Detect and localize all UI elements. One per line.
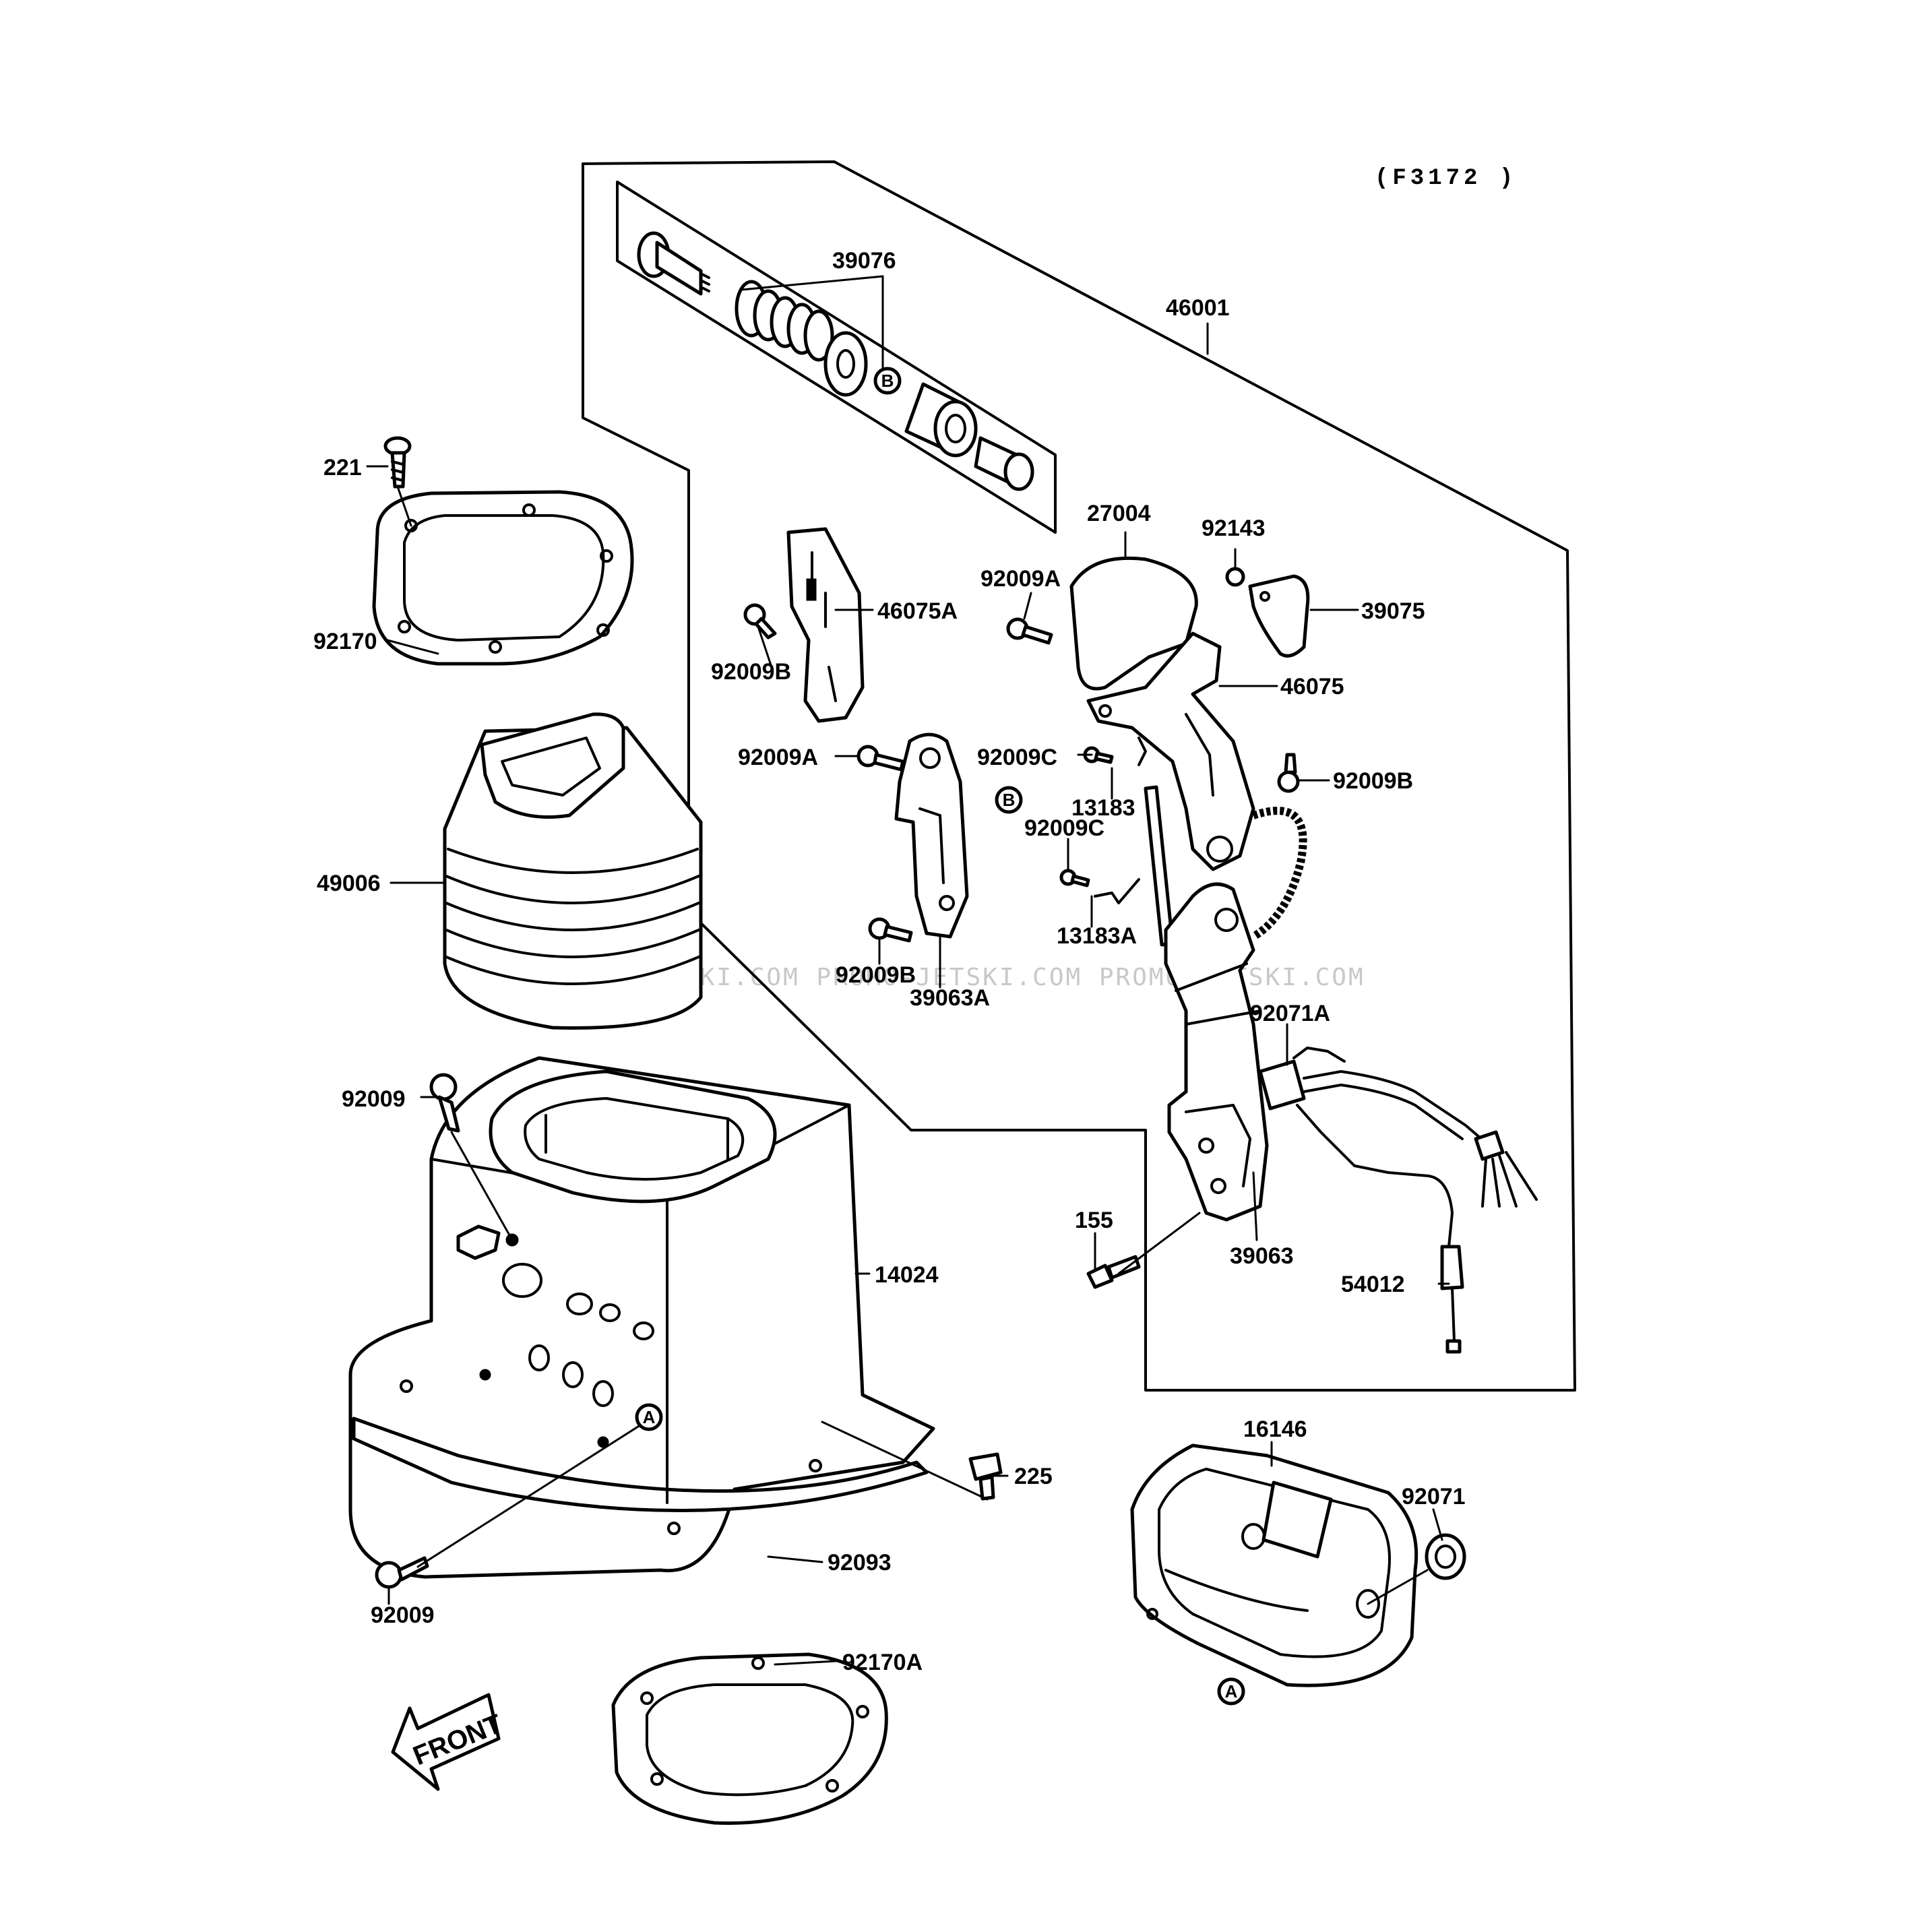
label-92170: 92170 — [313, 629, 377, 654]
ref-circle-b-top: B — [873, 367, 902, 395]
label-49006: 49006 — [317, 871, 381, 896]
boot-49006 — [443, 712, 703, 1030]
label-46001: 46001 — [1166, 295, 1230, 321]
part-labels: 39076 46001 221 92170 27004 92143 39075 … — [313, 248, 1466, 1675]
bolt-155 — [1086, 1255, 1141, 1289]
label-92009a-top: 92009A — [980, 566, 1061, 592]
label-14024: 14024 — [875, 1262, 939, 1288]
label-155: 155 — [1075, 1208, 1113, 1233]
svg-text:B: B — [1003, 790, 1016, 810]
washer — [823, 331, 868, 397]
tray-16146 — [1130, 1443, 1419, 1687]
label-92143: 92143 — [1202, 516, 1266, 541]
label-39075: 39075 — [1361, 598, 1425, 624]
label-13183: 13183 — [1071, 795, 1135, 821]
subassembly-frame-39076 — [616, 181, 1057, 534]
switch-54012 — [1440, 1245, 1464, 1354]
clip-13183a — [1094, 878, 1140, 904]
grommet-92071 — [1425, 1533, 1466, 1580]
svg-text:A: A — [643, 1407, 656, 1427]
coil-wire — [1251, 807, 1307, 941]
label-46075a: 46075A — [877, 598, 958, 624]
label-16146: 16146 — [1243, 1416, 1307, 1442]
bushing — [904, 382, 978, 458]
diagram-code: (F3172 ) — [1375, 166, 1517, 191]
assembly-frame-46001 — [582, 160, 1576, 1392]
label-39063: 39063 — [1230, 1243, 1294, 1269]
label-92071a: 92071A — [1250, 1001, 1330, 1026]
pin — [974, 436, 1034, 491]
housing-14024 — [348, 1056, 935, 1579]
label-225: 225 — [1014, 1464, 1053, 1489]
screw-92009a-mid — [856, 745, 905, 772]
label-46075: 46075 — [1280, 674, 1344, 699]
cover-39075 — [1248, 574, 1310, 658]
plate-46075a — [786, 527, 865, 723]
lever-39063a — [894, 733, 969, 939]
label-92071: 92071 — [1402, 1484, 1466, 1509]
screw-92009b-low — [868, 917, 913, 943]
label-92093: 92093 — [828, 1550, 892, 1576]
label-13183a: 13183A — [1057, 923, 1137, 949]
label-92009b-low: 92009B — [836, 962, 916, 988]
shaft-bolt — [637, 231, 710, 296]
label-27004: 27004 — [1087, 501, 1151, 526]
gasket-92170a — [611, 1652, 888, 1825]
screw-92009c-mid — [1059, 869, 1090, 887]
label-39063a: 39063A — [910, 985, 990, 1011]
bolt-225 — [968, 1452, 1003, 1501]
screw-221 — [383, 436, 412, 489]
gasket-92170 — [372, 490, 634, 666]
label-92009c-mid: 92009C — [1024, 815, 1104, 841]
label-92009b-left: 92009B — [711, 659, 791, 685]
label-92009b-right: 92009B — [1333, 768, 1413, 794]
leader-lines — [366, 275, 1450, 1666]
screw-92009b-left — [743, 603, 777, 640]
watermark: JETSKI.COM PROMO-JETSKI.COM PROMO-JETSKI… — [633, 964, 1365, 991]
label-92009c-top: 92009C — [977, 745, 1057, 770]
svg-text:B: B — [881, 371, 894, 391]
label-54012: 54012 — [1341, 1272, 1405, 1297]
cap-27004 — [1069, 556, 1198, 691]
label-92170a: 92170A — [842, 1650, 923, 1675]
screw-92009-bottom — [375, 1556, 429, 1589]
label-221: 221 — [323, 455, 362, 480]
ref-circle-b-lever: B — [995, 786, 1023, 814]
label-39076: 39076 — [832, 248, 896, 274]
handle-46075 — [1086, 631, 1255, 871]
label-92009-top: 92009 — [342, 1086, 406, 1112]
arm-39063 — [1164, 882, 1269, 1222]
screw-92009-top — [429, 1073, 460, 1133]
ref-circle-a-housing: A — [635, 1403, 663, 1431]
connector-92071a — [1258, 1047, 1538, 1248]
screw-92009b-right — [1277, 753, 1300, 793]
nut-92143 — [1225, 567, 1245, 587]
spring-stack — [735, 280, 834, 362]
label-92009a-mid: 92009A — [738, 745, 818, 770]
svg-text:A: A — [1225, 1681, 1238, 1702]
front-arrow: FRONT — [391, 1693, 506, 1791]
ref-circle-a-tray: A — [1217, 1677, 1245, 1706]
cable-13183 — [1138, 737, 1175, 947]
label-92009-bottom: 92009 — [371, 1602, 435, 1628]
screw-92009a-top — [1006, 617, 1053, 645]
